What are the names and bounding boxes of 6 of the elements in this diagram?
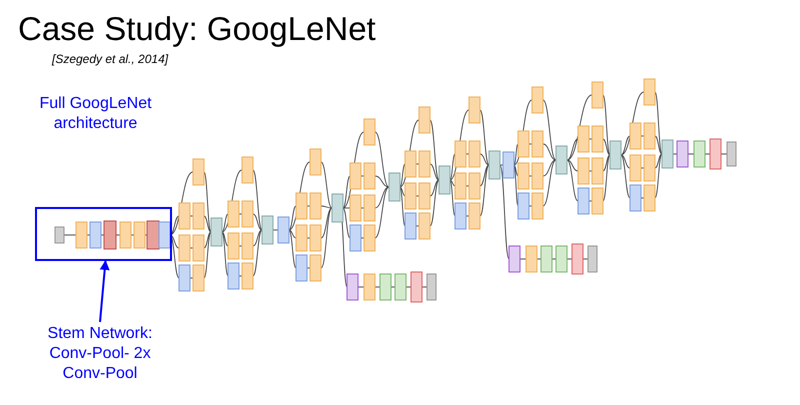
title: Case Study: GoogLeNet <box>18 10 376 48</box>
citation: [Szegedy et al., 2014] <box>52 52 170 67</box>
annotation-text: Full GoogLeNet architecture <box>38 94 153 134</box>
arrow <box>99 260 110 322</box>
annotation-text: Stem Network: Conv-Pool- 2x Conv-Pool <box>45 324 155 384</box>
highlight-box <box>35 207 172 261</box>
